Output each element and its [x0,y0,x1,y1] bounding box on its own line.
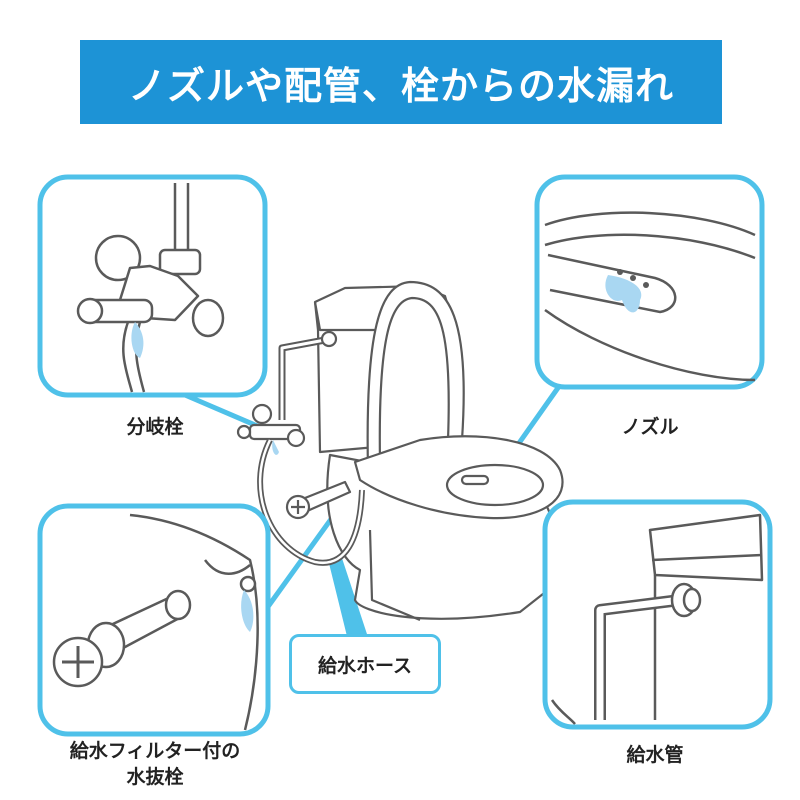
toilet-lid [366,280,465,472]
leak-drop-branch-panel [131,322,144,358]
branch-valve-knob [251,403,273,425]
supply-pipe-large-inner [596,596,681,720]
title-banner: ノズルや配管、栓からの水漏れ [80,40,722,124]
tank-lid-line [651,553,763,562]
panel-drain-valve [37,503,271,737]
label-supply-hose: 給水ホース [317,654,413,677]
drain-cap-cross [62,646,94,678]
supply-pipe-inner [280,338,326,420]
seat-rim-outer [544,211,756,237]
pipe-inlet [682,587,702,613]
drain-pipe-end [164,589,192,621]
leak-drop-drain [241,590,254,632]
toilet-base-line [368,529,421,622]
branch-valve-outlet [286,428,306,448]
supply-hose-inner [259,439,364,565]
panel-nozzle [534,174,765,390]
leak-drop-branch [272,440,279,455]
toilet-main [236,280,564,622]
leak-drop-nozzle [605,275,642,313]
bowl-contour [204,559,251,575]
drain-outlet [239,575,257,593]
drain-valve-cross [291,500,305,514]
main-leaks [272,440,279,455]
toilet-bowl-opening [445,463,545,507]
lid-inner-edge [378,296,450,463]
label-branch-valve: 分岐栓 [126,416,184,438]
floor-curve [550,699,576,725]
label-drain-valve-line2: 水抜栓 [126,766,184,788]
label-drain-valve-line1: 給水フィルター付の [69,740,241,762]
panel-branch-valve [37,174,268,398]
label-supply-pipe: 給水管 [626,744,684,766]
label-supply-hose-box: 給水ホース [289,634,441,694]
branch-valve-outlet-large [191,298,225,338]
panel-supply-pipe [542,499,773,730]
pipe-coupling [158,248,202,276]
label-nozzle: ノズル [621,416,679,438]
branch-valve-handle-large [76,297,104,325]
nozzle-small [460,474,490,486]
page-title: ノズルや配管、栓からの水漏れ [127,63,674,108]
bowl-side-edge [129,513,259,731]
connector-branch-valve [184,392,263,431]
seat-rim-inner [544,233,756,260]
nozzle-holes [617,269,649,288]
tank-inlet-fitting [320,330,338,348]
branch-valve-handle [236,424,252,440]
bowl-edge [544,308,756,382]
